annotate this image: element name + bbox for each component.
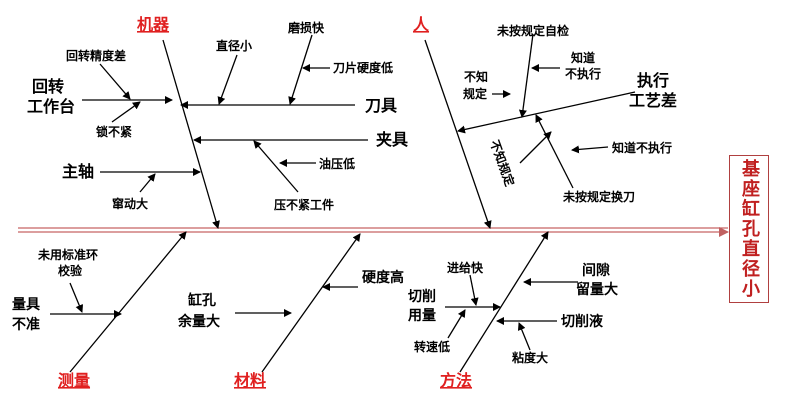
cause-viscosity: 粘度大: [512, 350, 548, 365]
category-machine: 机器: [137, 15, 170, 34]
category-method: 方法: [440, 371, 472, 390]
cause-feed-fast: 进给快: [447, 260, 484, 275]
cause-dont-know-2: 规定: [463, 86, 487, 101]
cause-hardness-high: 硬度高: [362, 269, 404, 286]
cause-oil-pressure: 油压低: [319, 156, 355, 171]
cause-not-follow-inspect: 未按规定自检: [496, 23, 569, 38]
cause-bore-1: 缸孔: [188, 292, 216, 309]
cause-coolant: 切削液: [561, 313, 604, 330]
people-branch: [424, 33, 636, 229]
spine: [18, 227, 729, 237]
effect-label: 基座缸孔直径小: [739, 159, 760, 299]
cause-fixture: 夹具: [376, 130, 408, 149]
measure-branch: [50, 231, 187, 373]
cause-spindle: 主轴: [62, 162, 94, 181]
cause-exec-process-2: 工艺差: [629, 91, 677, 110]
cause-gauge-2: 不准: [12, 316, 40, 333]
method-labels: 方法 进给快 切削 用量 转速低 间隙 留量大 切削液 粘度大: [408, 260, 618, 390]
people-labels: 人 未按规定自检 知道 不执行 不知 规定 执行 工艺差 知道不执行 未按规定换…: [413, 15, 677, 204]
cause-know-not-exec-b: 知道不执行: [611, 140, 672, 155]
cause-bore-2: 余量大: [177, 313, 220, 330]
category-material: 材料: [234, 371, 266, 390]
cause-runout: 窜动大: [112, 196, 148, 211]
cause-cutting-2: 用量: [408, 308, 436, 324]
cause-gauge-1: 量具: [12, 297, 40, 313]
cause-ring-gauge-1: 未用标准环: [37, 247, 98, 262]
cause-gap-2: 留量大: [576, 281, 618, 298]
cause-rotary-table-1: 回转: [32, 77, 64, 96]
cause-ring-gauge-2: 校验: [58, 263, 83, 278]
category-people: 人: [413, 15, 430, 34]
cause-tool: 刀具: [365, 96, 397, 115]
cause-speed-low: 转速低: [414, 339, 450, 354]
cause-blade-hardness: 刀片硬度低: [333, 60, 393, 75]
material-labels: 材料 硬度高 缸孔 余量大: [177, 269, 404, 390]
cause-diameter-small: 直径小: [216, 38, 252, 53]
cause-not-tight: 锁不紧: [96, 124, 132, 139]
cause-wear-fast: 磨损快: [287, 20, 325, 35]
material-branch: [235, 233, 361, 373]
cause-exec-process-1: 执行: [637, 71, 669, 90]
cause-gap-1: 间隙: [582, 262, 610, 279]
measure-labels: 测量 未用标准环 校验 量具 不准: [12, 247, 98, 390]
cause-know-not-exec-2: 不执行: [565, 66, 601, 81]
effect-box: 基座缸孔直径小: [729, 155, 769, 303]
method-branch: [445, 231, 578, 373]
machine-labels: 机器 回转 工作台 回转精度差 锁不紧 直径小 磨损快 刀片硬度低 刀具 夹具 …: [27, 15, 408, 212]
category-measure: 测量: [58, 371, 90, 390]
cause-cutting-1: 切削: [408, 288, 436, 305]
cause-dont-know-1: 不知: [464, 69, 488, 84]
cause-dont-know-vertical: 不知规定: [487, 138, 518, 188]
cause-rotary-precision: 回转精度差: [66, 48, 126, 63]
cause-rotary-table-2: 工作台: [27, 97, 75, 116]
cause-know-not-exec-1: 知道: [570, 50, 595, 65]
cause-not-follow-change: 未按规定换刀: [562, 189, 635, 204]
cause-not-clamped: 压不紧工件: [274, 197, 334, 212]
machine-branch: [82, 34, 368, 229]
